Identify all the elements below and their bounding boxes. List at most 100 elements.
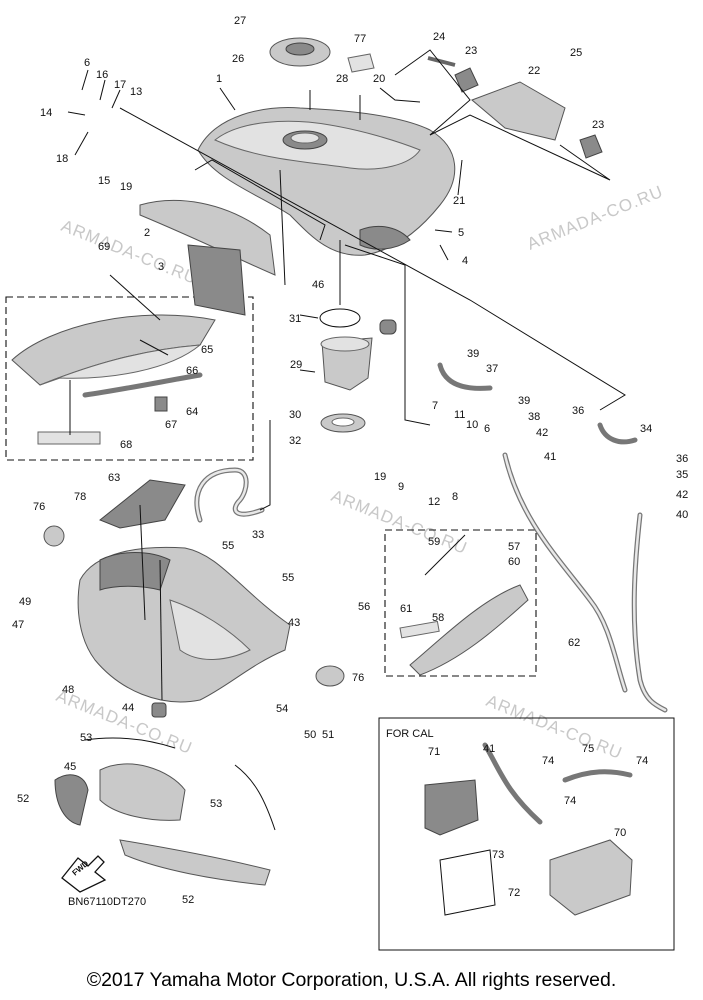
watermark-5: ARMADA-CO.RU: [484, 691, 626, 763]
part-label-41-cal: 41: [483, 743, 495, 755]
part-label-55b: 55: [282, 572, 294, 584]
cover-45: [99, 763, 186, 821]
part-label-76a: 76: [33, 501, 45, 513]
part-label-30: 30: [289, 409, 301, 421]
part-label-53a: 53: [80, 732, 92, 744]
part-label-49: 49: [19, 596, 31, 608]
part-label-77: 77: [354, 33, 366, 45]
cal-box: [378, 717, 675, 951]
strip-68: [37, 431, 101, 445]
part-label-15: 15: [98, 175, 110, 187]
part-label-12: 12: [428, 496, 440, 508]
fuel-tank: [197, 107, 456, 256]
part-label-55a: 55: [222, 540, 234, 552]
part-label-24: 24: [433, 31, 445, 43]
part-label-48: 48: [62, 684, 74, 696]
group-box-63: [5, 296, 254, 461]
part-label-57: 57: [508, 541, 520, 553]
trim-52-b: [119, 839, 271, 886]
part-label-33: 33: [252, 529, 264, 541]
part-labels: 1 2 3 4 5 6 6 7 8 9 10 11 12 13 14 15 16…: [12, 15, 688, 906]
part-label-16: 16: [96, 69, 108, 81]
part-label-59: 59: [428, 536, 440, 548]
copyright-notice: ©2017 Yamaha Motor Corporation, U.S.A. A…: [86, 969, 617, 991]
rod-53-a: [84, 737, 176, 749]
canister-70: [549, 839, 633, 916]
fwd-arrow-icon: FWD: [61, 855, 107, 893]
part-label-65: 65: [201, 344, 213, 356]
hose-75: [562, 769, 633, 783]
rod-53-b: [234, 764, 276, 831]
part-label-52b: 52: [182, 894, 194, 906]
part-label-27: 27: [234, 15, 246, 27]
diagram-code: BN67110DT270: [68, 896, 146, 908]
grommet-76-a: [43, 525, 65, 547]
part-label-23a: 23: [465, 45, 477, 57]
part-label-17: 17: [114, 79, 126, 91]
part-label-22: 22: [528, 65, 540, 77]
part-label-11: 11: [454, 409, 465, 421]
part-label-18: 18: [56, 153, 68, 165]
part-label-36b: 36: [676, 453, 688, 465]
part-label-74c: 74: [636, 755, 648, 767]
part-label-7: 7: [432, 400, 438, 412]
part-label-61: 61: [400, 603, 412, 615]
part-label-38: 38: [528, 411, 540, 423]
grommet-76-b: [315, 665, 345, 687]
pipe-33: [194, 467, 265, 523]
part-label-19b: 19: [374, 471, 386, 483]
part-label-36a: 36: [572, 405, 584, 417]
clip-67: [154, 396, 168, 412]
part-label-8: 8: [452, 491, 458, 503]
part-label-46: 46: [312, 279, 324, 291]
part-label-50: 50: [304, 729, 316, 741]
part-label-47: 47: [12, 619, 24, 631]
part-label-4: 4: [462, 255, 468, 267]
strip-59: [424, 534, 466, 576]
part-label-35: 35: [676, 469, 688, 481]
part-label-42b: 42: [676, 489, 688, 501]
pad-78: [99, 479, 186, 529]
part-label-64: 64: [186, 406, 198, 418]
part-label-66: 66: [186, 365, 198, 377]
part-label-69: 69: [98, 241, 110, 253]
strip-66: [82, 372, 203, 398]
part-label-74b: 74: [564, 795, 576, 807]
part-label-73: 73: [492, 849, 504, 861]
part-label-44: 44: [122, 702, 134, 714]
part-label-26: 26: [232, 53, 244, 65]
cover-58: [409, 584, 529, 676]
group-box-56: [384, 529, 537, 677]
canister-71: [424, 779, 479, 836]
part-label-68: 68: [120, 439, 132, 451]
part-label-67: 67: [165, 419, 177, 431]
part-label-60: 60: [508, 556, 520, 568]
cal-box-label: FOR CAL: [386, 728, 434, 740]
part-label-1: 1: [216, 73, 222, 85]
part-label-21: 21: [453, 195, 465, 207]
part-label-70: 70: [614, 827, 626, 839]
trim-52-a: [54, 774, 89, 826]
part-label-9: 9: [398, 481, 404, 493]
strip-61: [399, 620, 440, 639]
part-label-28: 28: [336, 73, 348, 85]
part-label-6b: 6: [484, 423, 490, 435]
pad-3: [187, 244, 246, 316]
part-label-39a: 39: [467, 348, 479, 360]
part-label-2: 2: [144, 227, 150, 239]
part-label-54: 54: [276, 703, 288, 715]
part-label-45: 45: [64, 761, 76, 773]
part-label-19: 19: [120, 181, 132, 193]
part-label-71: 71: [428, 746, 440, 758]
part-label-14: 14: [40, 107, 52, 119]
hose-41-cal: [482, 742, 543, 825]
part-label-31: 31: [289, 313, 301, 325]
part-label-51: 51: [322, 729, 334, 741]
front-cover-43: [77, 546, 291, 703]
part-label-41: 41: [544, 451, 556, 463]
damper-44: [151, 702, 167, 718]
leader-lines: [67, 49, 626, 701]
part-label-34: 34: [640, 423, 652, 435]
gasket-77: [347, 53, 375, 73]
part-label-53b: 53: [210, 798, 222, 810]
